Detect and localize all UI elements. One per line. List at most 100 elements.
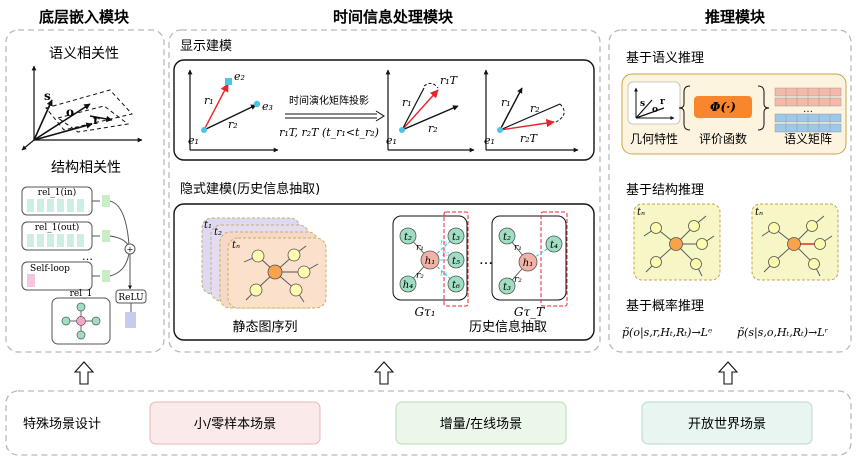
r2-label-2: r₂: [428, 122, 438, 135]
reasoning-module-panel: [608, 29, 852, 353]
r2-label-3: r₂: [530, 102, 540, 115]
geo-o-label: o: [652, 105, 658, 115]
up-arrow-embedding: [73, 361, 95, 385]
rel-1-graph-box: [51, 297, 111, 345]
e1-label-2: e₁: [386, 134, 397, 147]
module-title-temporal: 时间信息处理模块: [333, 8, 454, 26]
e2-label: e₂: [234, 70, 245, 83]
g1-node-t5: t₅: [452, 256, 460, 267]
projection-label: 时间演化矩阵投影: [289, 94, 369, 107]
history-extraction-label: 历史信息抽取: [469, 319, 547, 335]
open-world-scenario-box: [641, 401, 813, 445]
semantic-reasoning-title: 基于语义推理: [626, 51, 704, 66]
online-scenario-box: [395, 401, 567, 445]
vector-r-label: r: [93, 113, 100, 127]
sum-symbol: +: [127, 245, 134, 254]
geo-s-label: s: [640, 99, 645, 109]
e1-label-3: e₁: [484, 134, 495, 147]
implicit-modeling-title: 隐式建模(历史信息抽取): [180, 181, 320, 197]
e1-label-1: e₁: [188, 134, 199, 147]
relu-label: ReLU: [118, 293, 144, 303]
g-tau1-box: [392, 215, 468, 301]
g-taut-label: Gτ_T: [514, 305, 545, 319]
r2T-label: r₂T: [520, 132, 539, 145]
module-title-embedding: 底层嵌入模块: [39, 8, 130, 26]
g1-node-t2: t₂: [404, 232, 412, 243]
up-arrow-temporal: [373, 361, 395, 385]
static-tn-label: tₙ: [232, 240, 240, 251]
semantic-matrix-grid: [774, 87, 842, 133]
gt-node-t3: t₃: [503, 282, 511, 293]
g1-rel-r6: r₆: [440, 269, 448, 278]
semantic-correlation-label: 语义相关性: [49, 46, 119, 62]
explicit-modeling-title: 显示建模: [180, 39, 232, 54]
explicit-modeling-section: 显示建模 e₁ e₂ e₃ r₁ r₂ 时间演化矩阵投影 r₁T, r₂T (t…: [173, 39, 595, 161]
embedding-module-panel: [5, 29, 165, 353]
rel-in-label: rel_1(in): [38, 187, 76, 198]
few-shot-scenario-label: 小/零样本场景: [194, 417, 276, 432]
e3-label: e₃: [262, 100, 273, 113]
structural-reasoning-title: 基于结构推理: [626, 183, 704, 198]
score-function-box: [694, 96, 752, 118]
semantic-matrix-label: 语义矩阵: [784, 132, 832, 146]
r2-label-1: r₂: [228, 118, 238, 131]
semantic-reasoning-section: 基于语义推理 s o r 几何特性 Φ(·) 评价函数 …: [621, 51, 847, 155]
g-tau1-label: Gτ₁: [414, 305, 435, 319]
scenario-design-label: 特殊场景设计: [23, 417, 101, 432]
gt-rel-r1: r₁: [514, 243, 522, 253]
semantic-correlation-section: 语义相关性 s o r: [21, 46, 143, 151]
r1-label-1: r₁: [204, 94, 214, 107]
vector-o-label: o: [66, 105, 74, 119]
gt-node-t2: t₂: [503, 232, 511, 243]
r1-label-3: r₁: [501, 96, 511, 109]
static-t2-label: t₂: [214, 227, 222, 238]
g1-rel-r1: r₁: [416, 243, 424, 253]
g1-node-h1: h₁: [425, 256, 435, 267]
implicit-modeling-box: [173, 203, 595, 341]
geo-r-label: r: [660, 97, 665, 107]
few-shot-scenario-box: [149, 401, 321, 445]
static-sequence-label: 静态图序列: [232, 320, 297, 335]
module-title-reasoning: 推理模块: [705, 8, 766, 26]
projection-formula: r₁T, r₂T (t_r₁<t_r₂): [279, 126, 379, 139]
probability-formula-entity: p̃(o|s,r,Hₜ,Rₜ)→Lᵉ: [622, 326, 712, 340]
structural-reasoning-section: 基于结构推理 tₙ tₙ: [626, 183, 839, 281]
open-world-scenario-label: 开放世界场景: [688, 417, 766, 432]
structural-correlation-label: 结构相关性: [51, 160, 121, 176]
implicit-modeling-section: 隐式建模(历史信息抽取) t₁ t₂ tₙ 静态图序列: [173, 181, 595, 341]
temporal-module-panel: [168, 29, 601, 353]
graph-sequence-dots: …: [479, 252, 493, 268]
matrix-ellipsis: …: [803, 104, 813, 115]
structural-correlation-section: 结构相关性 rel_1(in) rel_1(out) … Self-loop +: [21, 160, 147, 345]
score-function-label: 评价函数: [699, 131, 747, 146]
self-loop-label: Self-loop: [30, 264, 70, 274]
gt-node-t4: t₄: [550, 240, 558, 251]
geometry-property-label: 几何特性: [630, 131, 678, 146]
g1-node-t3: t₃: [452, 232, 460, 243]
g-taut-box: [491, 215, 567, 301]
probability-formula-relation: p̃(s|s,o,Hₜ,Rₜ)→Lʳ: [737, 326, 829, 340]
struct-right-tn: tₙ: [755, 207, 763, 218]
r1T-label: r₁T: [440, 74, 459, 87]
g1-node-t6: t₆: [452, 280, 460, 291]
up-arrow-reasoning: [717, 361, 739, 385]
g1-rel-r5: r₅: [442, 249, 450, 258]
probabilistic-reasoning-title: 基于概率推理: [626, 298, 704, 314]
g1-rel-r3: r₃: [440, 238, 447, 247]
scenario-panel: [5, 390, 852, 456]
probabilistic-reasoning-section: 基于概率推理 p̃(o|s,r,Hₜ,Rₜ)→Lᵉ p̃(s|s,o,Hₜ,Rₜ…: [622, 298, 829, 340]
rel-ellipsis: …: [82, 250, 93, 263]
g1-rel-r2: r₂: [416, 271, 424, 281]
score-function-symbol: Φ(·): [710, 100, 736, 114]
rel-1-label: rel_1: [70, 289, 93, 299]
online-scenario-label: 增量/在线场景: [440, 417, 522, 432]
vector-s-label: s: [44, 89, 51, 103]
g1-node-h4: h₄: [403, 280, 413, 291]
r1-label-2: r₁: [402, 96, 412, 109]
static-t1-label: t₁: [204, 220, 212, 231]
explicit-modeling-box: [173, 59, 595, 161]
gt-rel-r2: r₂: [514, 275, 522, 285]
struct-left-tn: tₙ: [637, 207, 645, 218]
rel-out-label: rel_1(out): [35, 222, 80, 233]
